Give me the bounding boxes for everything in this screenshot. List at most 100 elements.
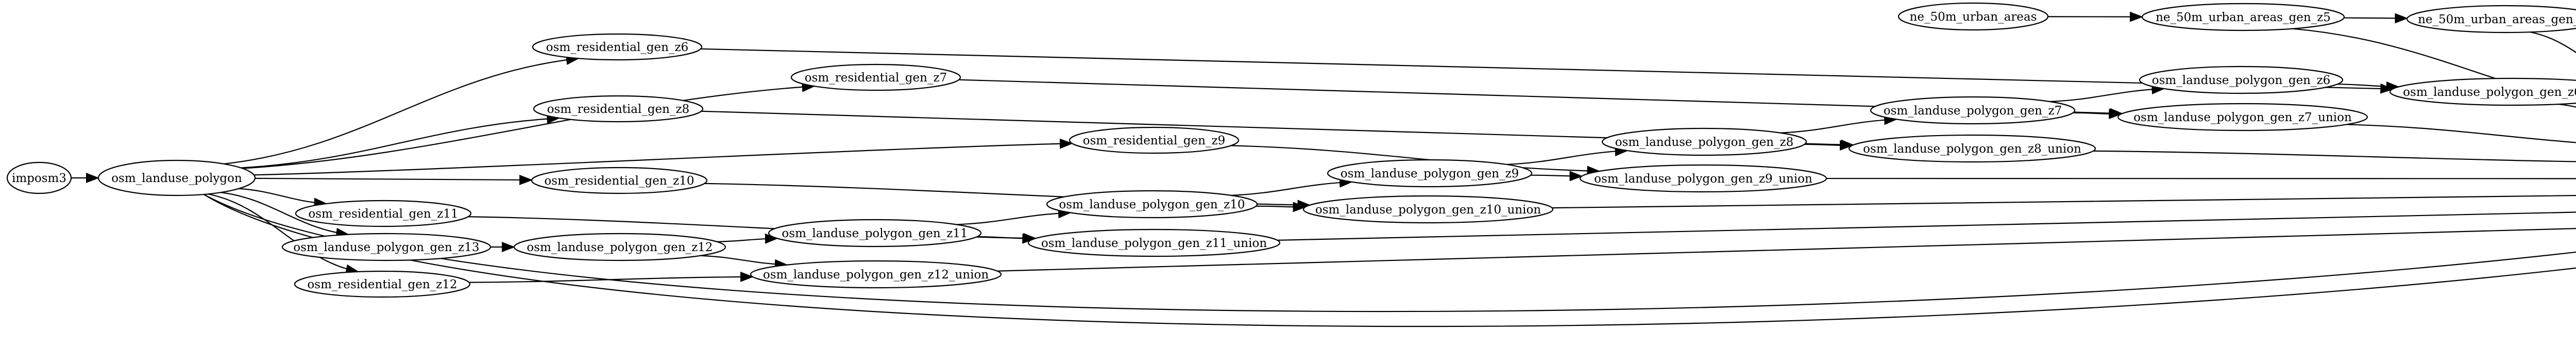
graph-node-osm_landuse_polygon: osm_landuse_polygon	[97, 159, 256, 196]
graph-node-osm_landuse_polygon_gen_z11: osm_landuse_polygon_gen_z11	[768, 219, 982, 248]
osm_landuse_polygon_gen_z12_union-label: osm_landuse_polygon_gen_z12_union	[763, 268, 989, 282]
graph-edge-osm_landuse_polygon_gen_z6_union-to-row-z6	[2558, 103, 2576, 108]
osm_landuse_polygon_gen_z7_union-ellipse	[2117, 103, 2368, 131]
graph-node-osm_residential_gen_z11: osm_residential_gen_z11	[295, 200, 472, 227]
osm_residential_gen_z6-label: osm_residential_gen_z6	[546, 41, 688, 54]
graph-node-osm_residential_gen_z8: osm_residential_gen_z8	[533, 95, 704, 123]
ne_50m_urban_areas-label: ne_50m_urban_areas	[1910, 10, 2037, 24]
osm_landuse_polygon_gen_z8_union-ellipse	[1848, 134, 2096, 163]
graph-node-ne_50m_urban_areas: ne_50m_urban_areas	[1897, 2, 2049, 31]
osm_residential_gen_z7-label: osm_residential_gen_z7	[805, 71, 947, 85]
osm_landuse_polygon_gen_z7-label: osm_landuse_polygon_gen_z7	[1884, 104, 2062, 118]
graph-node-ne_50m_urban_areas_gen_z4: ne_50m_urban_areas_gen_z4	[2406, 5, 2576, 34]
osm_landuse_polygon_gen_z7_union-label: osm_landuse_polygon_gen_z7_union	[2133, 111, 2352, 124]
graph-edge-ne_50m_urban_areas_gen_z5-to-ne_50m_urban_areas_gen_z4	[2344, 13, 2409, 24]
osm_landuse_polygon_gen_z6-ellipse	[2139, 65, 2344, 94]
osm_residential_gen_z10-label: osm_residential_gen_z10	[544, 174, 694, 188]
graph-edge-osm_landuse_polygon_gen_z8-to-osm_landuse_polygon_gen_z7	[1780, 114, 1898, 134]
graph-edge-osm_landuse_polygon_gen_z10-to-osm_landuse_polygon_gen_z10_union	[1256, 202, 1307, 212]
graph-node-osm_residential_gen_z6: osm_residential_gen_z6	[532, 33, 703, 61]
graph-edge-osm_landuse_polygon-to-osm_residential_gen_z12	[208, 193, 360, 275]
osm_landuse_polygon_gen_z11_union-ellipse	[1027, 228, 1281, 257]
graph-edge-osm_landuse_polygon_gen_z10-to-osm_landuse_polygon_gen_z9	[1231, 177, 1353, 196]
graph-edge-osm_landuse_polygon-to-osm_residential_gen_z7	[242, 81, 816, 169]
graph-edge-osm_landuse_polygon_gen_z9-to-osm_landuse_polygon_gen_z9_union	[1530, 171, 1583, 182]
osm_residential_gen_z12-ellipse	[294, 270, 471, 298]
osm_landuse_polygon-label: osm_landuse_polygon	[111, 172, 242, 185]
osm_landuse_polygon_gen_z13-label: osm_landuse_polygon_gen_z13	[293, 241, 479, 254]
graph-edge-osm_landuse_polygon-to-osm_residential_gen_z11	[239, 188, 328, 208]
graph-node-osm_landuse_polygon_gen_z10_union: osm_landuse_polygon_gen_z10_union	[1302, 195, 1554, 224]
osm_residential_gen_z9-label: osm_residential_gen_z9	[1083, 134, 1225, 147]
graph-edge-osm_residential_gen_z9-to-osm_landuse_polygon_gen_z9_union	[1231, 145, 1601, 176]
graph-edge-osm_landuse_polygon_gen_z11_union-to-row-z11	[1277, 211, 2576, 241]
osm_landuse_polygon_gen_z11-ellipse	[768, 219, 982, 248]
graph-node-osm_landuse_polygon_gen_z10: osm_landuse_polygon_gen_z10	[1046, 190, 1258, 219]
graph-node-osm_residential_gen_z10: osm_residential_gen_z10	[531, 167, 708, 194]
osm_landuse_polygon_gen_z10-ellipse	[1046, 190, 1258, 219]
graph-node-osm_landuse_polygon_gen_z6_union: osm_landuse_polygon_gen_z6_union	[2389, 77, 2576, 106]
graph-edge-ne_50m_urban_areas_gen_z5-to-row-z5	[2292, 28, 2576, 103]
graph-node-ne_50m_urban_areas_gen_z5: ne_50m_urban_areas_gen_z5	[2141, 3, 2345, 31]
graph-node-osm_landuse_polygon_gen_z9_union: osm_landuse_polygon_gen_z9_union	[1579, 164, 1827, 193]
graph-edge-osm_landuse_polygon-to-osm_residential_gen_z8	[241, 113, 561, 169]
graph-edge-osm_landuse_polygon_gen_z10_union-to-row-z10	[1552, 194, 2576, 209]
graph-edge-osm_landuse_polygon-to-osm_residential_gen_z10	[255, 174, 533, 185]
osm_landuse_polygon_gen_z10_union-ellipse	[1302, 195, 1554, 224]
graph-edge-osm_landuse_polygon_gen_z12-to-osm_landuse_polygon_gen_z12_union	[700, 255, 788, 270]
graph-edge-osm_landuse_polygon_gen_z7-to-osm_landuse_polygon_gen_z6	[2049, 84, 2165, 103]
osm_landuse_polygon_gen_z8-label: osm_landuse_polygon_gen_z8	[1615, 136, 1794, 149]
graph-edge-osm_landuse_polygon-to-osm_landuse_polygon_gen_z13	[221, 192, 350, 238]
graph-edge-osm_landuse_polygon_gen_z12-to-osm_landuse_polygon_gen_z11	[717, 233, 778, 244]
osm_landuse_polygon_gen_z9_union-label: osm_landuse_polygon_gen_z9_union	[1594, 172, 1812, 186]
graph-edge-osm_landuse_polygon_gen_z11-to-osm_landuse_polygon_gen_z10	[956, 208, 1072, 225]
osm_landuse_polygon_gen_z12-label: osm_landuse_polygon_gen_z12	[527, 241, 713, 254]
graph-node-osm_landuse_polygon_gen_z7: osm_landuse_polygon_gen_z7	[1870, 96, 2076, 125]
graph-node-osm_landuse_polygon_gen_z9: osm_landuse_polygon_gen_z9	[1327, 159, 1533, 188]
osm_landuse_polygon_gen_z11-label: osm_landuse_polygon_gen_z11	[782, 227, 968, 240]
imposm3-ellipse	[6, 161, 72, 194]
osm_residential_gen_z11-ellipse	[295, 200, 472, 227]
osm_landuse_polygon_gen_z9-label: osm_landuse_polygon_gen_z9	[1341, 167, 1519, 180]
osm_residential_gen_z10-ellipse	[531, 167, 708, 194]
node-layer: imposm3 osm_landuse_polygon osm_residentia…	[6, 2, 2576, 298]
osm_residential_gen_z12-label: osm_residential_gen_z12	[307, 278, 457, 291]
graph-edge-osm_residential_gen_z12-to-osm_landuse_polygon_gen_z12_union	[469, 271, 754, 283]
osm_landuse_polygon_gen_z9-ellipse	[1327, 159, 1533, 188]
graph-edge-osm_landuse_polygon_gen_z8_union-to-row-z8	[2093, 150, 2576, 162]
imposm3-label: imposm3	[12, 172, 66, 185]
graph-edge-osm_landuse_polygon_gen_z7_union-to-row-z7	[2346, 124, 2576, 143]
osm_landuse_polygon_gen_z6_union-label: osm_landuse_polygon_gen_z6_union	[2403, 86, 2576, 99]
osm_residential_gen_z6-ellipse	[532, 33, 703, 61]
graph-edge-osm_landuse_polygon_gen_z6-to-osm_landuse_polygon_gen_z6_union	[2337, 81, 2400, 92]
osm_residential_gen_z9-ellipse	[1069, 126, 1240, 154]
graph-edge-ne_50m_urban_areas_gen_z4-to-row-z4	[2530, 31, 2576, 54]
osm_landuse_polygon_gen_z10_union-label: osm_landuse_polygon_gen_z10_union	[1315, 203, 1541, 217]
graph-node-osm_residential_gen_z7: osm_residential_gen_z7	[790, 63, 961, 91]
osm_residential_gen_z11-label: osm_residential_gen_z11	[308, 207, 458, 221]
osm_residential_gen_z8-ellipse	[533, 95, 704, 123]
osm_landuse_polygon_gen_z8-ellipse	[1601, 127, 1807, 156]
graph-node-osm_landuse_polygon_gen_z12_union: osm_landuse_polygon_gen_z12_union	[750, 260, 1002, 289]
graph-edge-osm_landuse_polygon_gen_z12_union-to-row-z12	[997, 228, 2576, 272]
graph-node-osm_landuse_polygon_gen_z6: osm_landuse_polygon_gen_z6	[2139, 65, 2344, 94]
osm_landuse_polygon_gen_z13-ellipse	[281, 233, 492, 261]
osm_landuse_polygon_gen_z8_union-label: osm_landuse_polygon_gen_z8_union	[1863, 142, 2081, 156]
graph-edge-osm_landuse_polygon-to-osm_residential_gen_z6	[224, 54, 580, 164]
graph-node-imposm3: imposm3	[6, 161, 72, 194]
osm_landuse_polygon_gen_z11_union-label: osm_landuse_polygon_gen_z11_union	[1041, 237, 1267, 250]
graph-edge-osm_residential_gen_z6-to-osm_landuse_polygon_gen_z6_union	[701, 48, 2394, 94]
osm_landuse_polygon_gen_z9_union-ellipse	[1579, 164, 1827, 193]
osm_residential_gen_z8-label: osm_residential_gen_z8	[547, 103, 689, 116]
graph-node-osm_landuse_polygon_gen_z12: osm_landuse_polygon_gen_z12	[513, 233, 726, 261]
graph-node-osm_landuse_polygon_gen_z8: osm_landuse_polygon_gen_z8	[1601, 127, 1807, 156]
ne_50m_urban_areas_gen_z4-label: ne_50m_urban_areas_gen_z4	[2418, 13, 2576, 26]
osm_landuse_polygon_gen_z12-ellipse	[513, 233, 726, 261]
osm_landuse_polygon_gen_z12_union-ellipse	[750, 260, 1002, 289]
osm_landuse_polygon_gen_z6-label: osm_landuse_polygon_gen_z6	[2152, 74, 2331, 87]
osm_landuse_polygon_gen_z10-label: osm_landuse_polygon_gen_z10	[1059, 198, 1245, 211]
graph-node-osm_landuse_polygon_gen_z11_union: osm_landuse_polygon_gen_z11_union	[1027, 228, 1281, 257]
osm_landuse_polygon-ellipse	[97, 159, 256, 196]
graph-node-osm_residential_gen_z9: osm_residential_gen_z9	[1069, 126, 1240, 154]
